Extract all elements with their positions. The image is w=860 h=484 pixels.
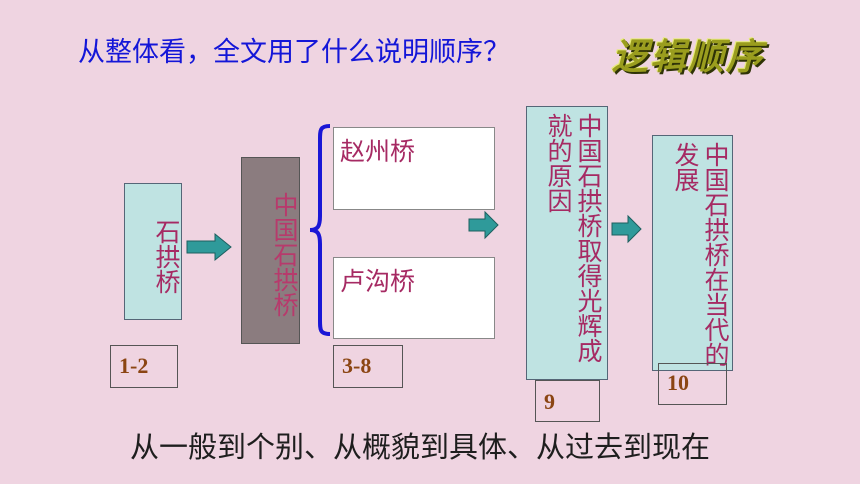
paragraph-label-3-8: 3-8 (333, 345, 403, 388)
curly-brace-icon (309, 124, 331, 336)
question-title: 从整体看，全文用了什么说明顺序？ (78, 37, 510, 68)
logic-order-badge: 逻辑顺序 (612, 36, 765, 78)
arrow-right-icon (186, 232, 232, 262)
box-achievement-reasons: 中国石拱桥取得光辉成就的原因 (526, 106, 608, 380)
box-stone-arch-bridge: 石拱桥 (124, 183, 182, 320)
arrow-right-icon (611, 214, 642, 244)
box-modern-development: 中国石拱桥在当代的发展 (652, 135, 733, 371)
paragraph-label-1-2: 1-2 (110, 345, 178, 388)
paragraph-label-9: 9 (535, 380, 600, 422)
paragraph-label-10: 10 (658, 363, 727, 405)
box-china-stone-arch-bridge: 中国石拱桥 (241, 157, 300, 344)
box-lugou-bridge: 卢沟桥 (333, 257, 495, 339)
summary-text: 从一般到个别、从概貌到具体、从过去到现在 (130, 430, 711, 464)
box-zhaozhou-bridge: 赵州桥 (333, 127, 495, 210)
arrow-right-icon (468, 210, 499, 240)
